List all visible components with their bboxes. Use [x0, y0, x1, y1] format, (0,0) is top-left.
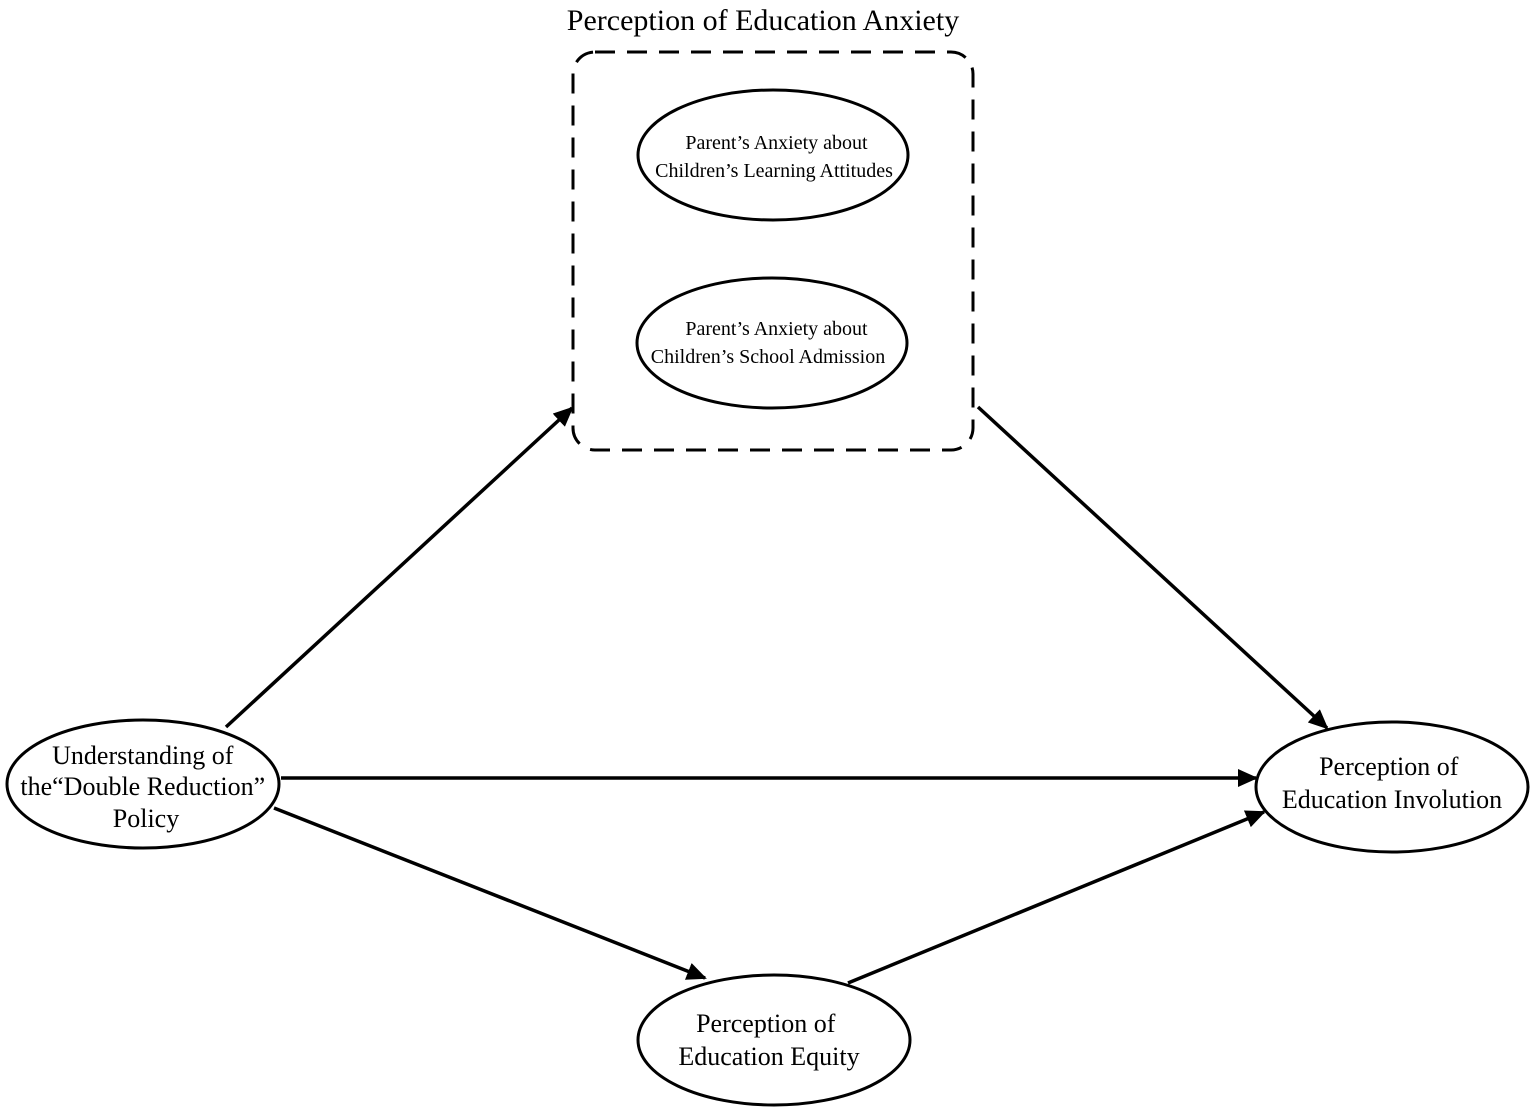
- node-equity-line-2: Education Equity: [678, 1042, 859, 1071]
- edge-equity-to-involution: [847, 810, 1266, 985]
- node-anxiety-learning-label: Parent’s Anxiety about Children’s Learni…: [655, 132, 893, 182]
- node-policy: Understanding of the“Double Reduction” P…: [5, 718, 281, 850]
- node-anxiety-admission-label: Parent’s Anxiety about Children’s School…: [651, 318, 885, 368]
- node-policy-line-3: Policy: [113, 804, 179, 833]
- node-involution-label: Perception of Education Involution: [1282, 752, 1502, 814]
- node-policy-line-2: the“Double Reduction”: [20, 772, 265, 801]
- node-anxiety-admission-line-1: Parent’s Anxiety about: [685, 318, 868, 340]
- node-policy-label: Understanding of the“Double Reduction” P…: [20, 741, 271, 833]
- node-anxiety-learning: Parent’s Anxiety about Children’s Learni…: [636, 88, 910, 222]
- node-equity-shape: [636, 973, 912, 1107]
- edges: [224, 405, 1329, 985]
- node-involution-line-1: Perception of: [1319, 752, 1459, 781]
- node-anxiety-admission-shape: [635, 276, 909, 410]
- node-involution-shape: [1254, 720, 1530, 854]
- edge-policy-to-equity: [273, 806, 707, 980]
- edge-anxiety-to-involution: [976, 405, 1329, 730]
- node-policy-shape: [5, 718, 281, 850]
- node-involution: Perception of Education Involution: [1254, 720, 1530, 854]
- node-anxiety-learning-line-2: Children’s Learning Attitudes: [655, 160, 893, 182]
- node-equity-label: Perception of Education Equity: [678, 1009, 859, 1071]
- edge-policy-to-anxiety: [224, 406, 574, 729]
- node-equity-line-1: Perception of: [696, 1009, 836, 1038]
- node-anxiety-admission: Parent’s Anxiety about Children’s School…: [635, 276, 909, 410]
- node-anxiety-learning-line-1: Parent’s Anxiety about: [685, 132, 868, 154]
- anxiety-group-title: Perception of Education Anxiety: [567, 4, 959, 37]
- node-anxiety-admission-line-2: Children’s School Admission: [651, 346, 885, 368]
- anxiety-group-box: [571, 50, 975, 452]
- node-equity: Perception of Education Equity: [636, 973, 912, 1107]
- node-policy-line-1: Understanding of: [52, 741, 234, 770]
- node-anxiety-learning-shape: [636, 88, 910, 222]
- node-involution-line-2: Education Involution: [1282, 785, 1502, 814]
